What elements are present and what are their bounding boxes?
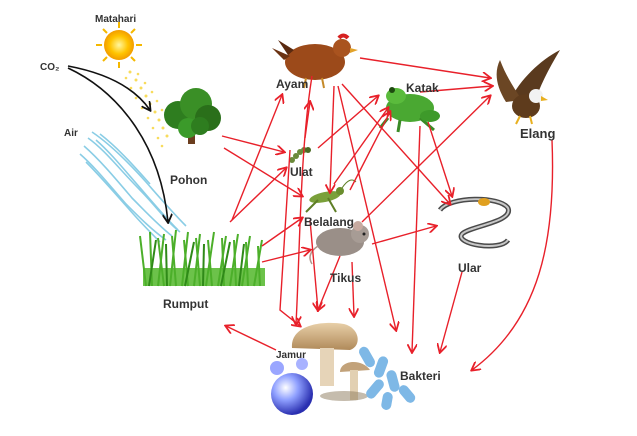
label-mouse: Tikus — [330, 271, 361, 285]
co2-arrows — [67, 65, 168, 222]
mouse-icon — [309, 221, 369, 265]
arrow-co2-to-tree — [67, 65, 150, 110]
water-stream-icon — [79, 131, 187, 243]
food-web-arrows — [221, 57, 554, 370]
grass-icon — [139, 229, 265, 287]
label-grasshopper: Belalang — [304, 215, 354, 229]
label-bacteria: Bakteri — [400, 369, 441, 383]
sunlight-rays-icon — [124, 70, 169, 148]
hen-icon — [272, 33, 358, 89]
sun-icon — [96, 22, 142, 68]
label-hen: Ayam — [276, 77, 308, 91]
label-sun: Matahari — [95, 14, 136, 25]
caterpillar-icon — [289, 147, 311, 163]
snake-icon — [437, 196, 511, 249]
label-caterpillar: Ulat — [290, 165, 313, 179]
label-frog: Katak — [406, 81, 439, 95]
label-water: Air — [64, 128, 78, 139]
label-snake: Ular — [458, 261, 482, 275]
arrow-co2-to-grass — [67, 67, 168, 222]
label-eagle: Elang — [520, 126, 555, 141]
label-grass: Rumput — [163, 297, 208, 311]
label-tree: Pohon — [170, 173, 207, 187]
tree-icon — [164, 88, 221, 144]
label-fungus: Jamur — [276, 350, 306, 361]
mushroom-icon — [291, 322, 370, 401]
eagle-icon — [496, 50, 560, 125]
spore-ball-icon — [270, 358, 313, 415]
bacteria-icon — [359, 346, 416, 410]
grasshopper-icon — [305, 179, 357, 213]
label-co2: CO₂ — [40, 62, 59, 73]
